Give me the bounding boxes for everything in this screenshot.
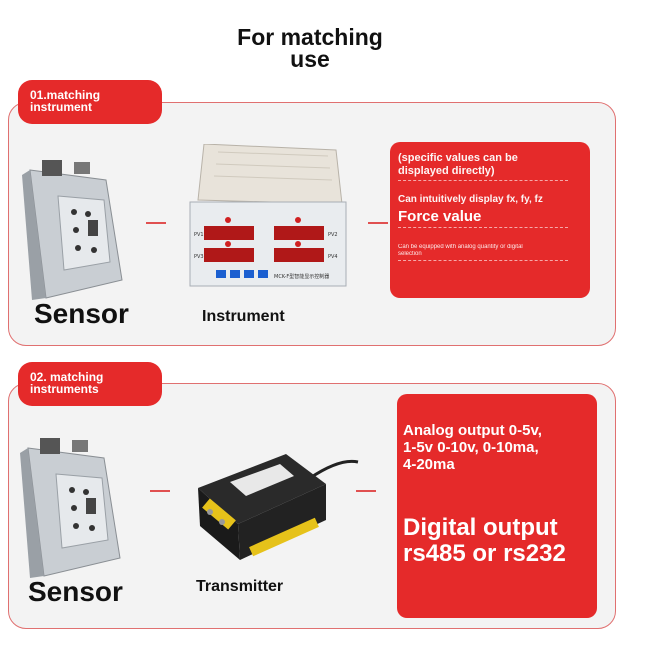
- connector-dash-2a: [150, 490, 170, 492]
- info-1-divider-3: [398, 260, 568, 263]
- instrument-info-box: (specific values can be displayed direct…: [390, 142, 590, 298]
- instrument-model: MCK-F型智能显示控制器: [274, 273, 329, 280]
- info-1-line-4: Force value: [398, 208, 482, 225]
- info-2-line-5: rs485 or rs232: [403, 540, 566, 567]
- info-1-line-5: Can be equipped with analog quantity or …: [398, 244, 523, 250]
- instrument-label: Instrument: [202, 308, 285, 325]
- connector-dash-1a: [146, 222, 166, 224]
- display-label-pv1: PV1: [194, 232, 204, 238]
- instrument-image: PV1 PV2 PV3 PV4 MCK-F型智能显示控制器: [189, 144, 347, 287]
- section-1-tag: 01.matching instrument: [18, 80, 162, 124]
- transmitter-image: [198, 454, 359, 560]
- title-line-2: use: [290, 46, 330, 72]
- info-2-line-2: 1-5v 0-10v, 0-10ma,: [403, 439, 539, 456]
- sensor-image-2: [20, 438, 121, 578]
- section-1-tag-line-1: 01.matching: [30, 88, 101, 102]
- info-2-line-4: Digital output: [403, 514, 558, 541]
- section-2-tag: 02. matching instruments: [18, 362, 162, 406]
- section-2-tag-line-1: 02. matching: [30, 370, 104, 384]
- display-label-pv2: PV2: [328, 232, 338, 238]
- transmitter-label: Transmitter: [196, 578, 284, 595]
- info-1-line-1: (specific values can be: [398, 152, 518, 164]
- title-line-1: For matching: [237, 24, 383, 50]
- info-1-line-6: selection: [398, 251, 422, 257]
- sensor-label-1: Sensor: [34, 298, 129, 329]
- connector-dash-2b: [356, 490, 376, 492]
- sensor-label-2: Sensor: [28, 576, 123, 607]
- section-2-tag-line-2: instruments: [30, 382, 99, 396]
- display-label-pv3: PV3: [194, 254, 204, 260]
- sensor-image-1: [22, 160, 123, 300]
- section-1-tag-line-2: instrument: [30, 100, 93, 114]
- info-1-line-2: displayed directly): [398, 165, 495, 177]
- info-1-divider-1: [398, 180, 568, 183]
- connector-dash-1b: [368, 222, 388, 224]
- info-1-divider-2: [398, 227, 568, 230]
- info-2-line-3: 4-20ma: [403, 456, 455, 473]
- page-title: For matching use: [0, 24, 620, 72]
- transmitter-info-box: Analog output 0-5v, 1-5v 0-10v, 0-10ma, …: [397, 394, 597, 618]
- display-label-pv4: PV4: [328, 254, 338, 260]
- info-1-line-3: Can intuitively display fx, fy, fz: [398, 194, 543, 205]
- info-2-line-1: Analog output 0-5v,: [403, 422, 542, 439]
